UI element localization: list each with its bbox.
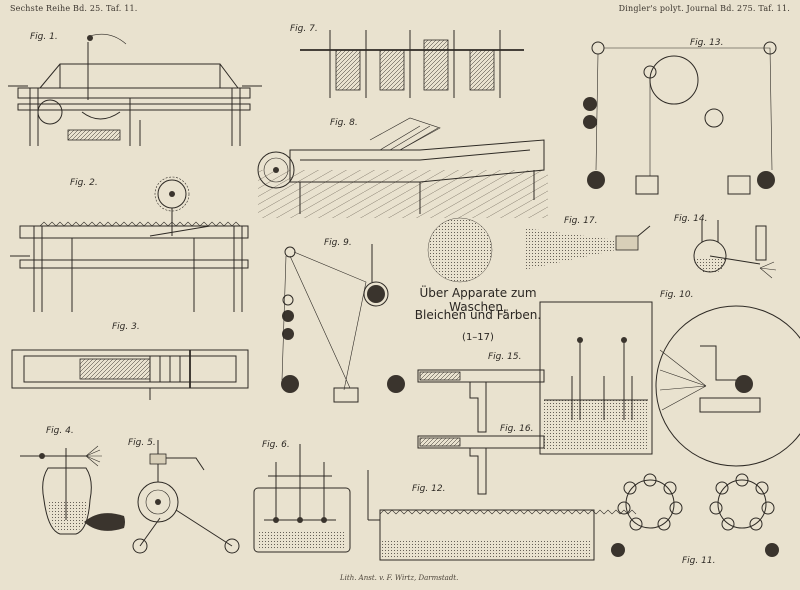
fig6-drawing <box>253 444 351 553</box>
fig15-label: Fig. 15. <box>488 352 522 362</box>
fig11-label: Fig. 11. <box>682 556 716 566</box>
fig8-label: Fig. 8. <box>330 118 358 128</box>
fig13-label: Fig. 13. <box>690 38 724 48</box>
fig17-label: Fig. 17. <box>564 216 598 226</box>
fig9-label: Fig. 9. <box>324 238 352 248</box>
fig5-drawing <box>84 440 240 554</box>
fig5-label: Fig. 5. <box>128 438 156 448</box>
fig4-label: Fig. 4. <box>46 426 74 436</box>
figure-range: (1–17) <box>462 332 494 343</box>
fig3-drawing <box>11 349 249 400</box>
plate-subtitle: Bleichen und Färben. <box>414 308 542 322</box>
fig14-label: Fig. 14. <box>674 214 708 224</box>
fig8-drawing <box>257 117 548 218</box>
fig11-drawing <box>611 473 779 557</box>
fig12-drawing <box>367 470 637 561</box>
fig2-drawing <box>10 176 249 312</box>
fig16-drawing <box>417 435 545 495</box>
fig2-label: Fig. 2. <box>70 178 98 188</box>
fig14-drawing <box>693 220 777 279</box>
journal-header: Dingler's polyt. Journal Bd. 275. Taf. 1… <box>618 4 790 13</box>
fig9-drawing <box>281 244 405 403</box>
fig6-label: Fig. 6. <box>262 440 290 450</box>
fig15-drawing <box>417 369 545 433</box>
fig1-label: Fig. 1. <box>30 32 58 42</box>
series-header: Sechste Reihe Bd. 25. Taf. 11. <box>10 4 138 13</box>
fig10-drawing <box>539 301 800 467</box>
fig16-label: Fig. 16. <box>500 424 534 434</box>
fig10-label: Fig. 10. <box>660 290 694 300</box>
plate-title: Über Apparate zum Waschen, <box>419 286 537 314</box>
fig13-drawing <box>583 41 777 195</box>
fig7-label: Fig. 7. <box>290 24 318 34</box>
fig4-drawing <box>20 445 102 535</box>
fig17-drawing <box>427 217 651 283</box>
fig7-drawing <box>300 30 524 98</box>
fig3-label: Fig. 3. <box>112 322 140 332</box>
fig12-label: Fig. 12. <box>412 484 446 494</box>
lithographer-imprint: Lith. Anst. v. F. Wirtz, Darmstadt. <box>340 574 459 582</box>
fig1-drawing <box>8 33 262 146</box>
